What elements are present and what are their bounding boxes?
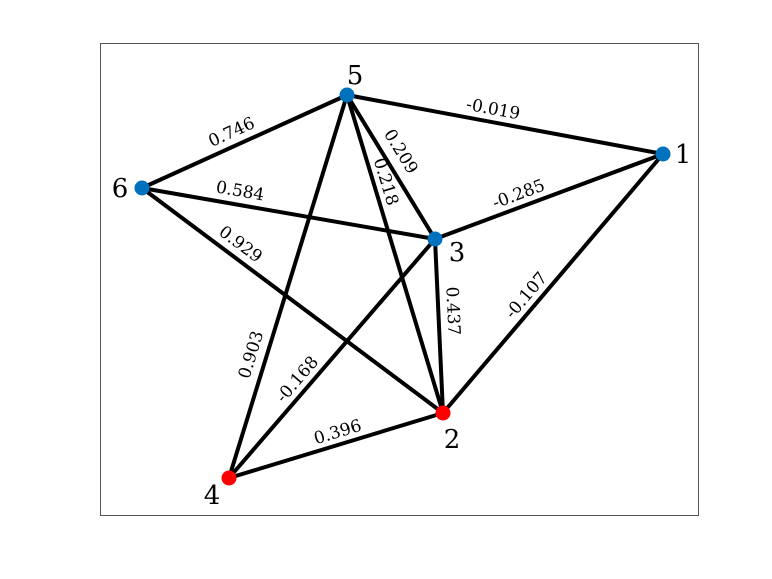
node-label-3: 3 bbox=[449, 238, 466, 268]
edge-6-3 bbox=[140, 186, 437, 241]
edge-5-1 bbox=[345, 93, 665, 156]
edge-6-5 bbox=[140, 93, 349, 190]
node-label-4: 4 bbox=[204, 481, 221, 511]
node-label-5: 5 bbox=[347, 61, 364, 91]
node-labels-layer: 1 2 3 4 5 6 bbox=[112, 61, 692, 511]
node-5 bbox=[339, 87, 355, 103]
node-6 bbox=[134, 180, 150, 196]
edge-6-2 bbox=[140, 186, 445, 415]
edge-weight-label-3-2: 0.437 bbox=[441, 286, 463, 336]
edge-1-2 bbox=[441, 152, 665, 415]
edge-3-2 bbox=[433, 237, 445, 415]
edge-5-4 bbox=[227, 93, 349, 480]
node-3 bbox=[427, 231, 443, 247]
edge-3-1 bbox=[433, 152, 665, 241]
node-label-1: 1 bbox=[675, 140, 692, 170]
nodes-layer bbox=[134, 87, 671, 486]
edge-4-2 bbox=[227, 411, 445, 480]
node-label-6: 6 bbox=[112, 174, 129, 204]
node-label-2: 2 bbox=[444, 425, 461, 455]
edges-layer bbox=[140, 93, 665, 480]
edge-3-4 bbox=[227, 237, 437, 480]
edge-5-3 bbox=[345, 93, 437, 241]
edge-5-2 bbox=[345, 93, 445, 415]
node-4 bbox=[221, 470, 237, 486]
node-2 bbox=[435, 405, 451, 421]
node-1 bbox=[655, 146, 671, 162]
